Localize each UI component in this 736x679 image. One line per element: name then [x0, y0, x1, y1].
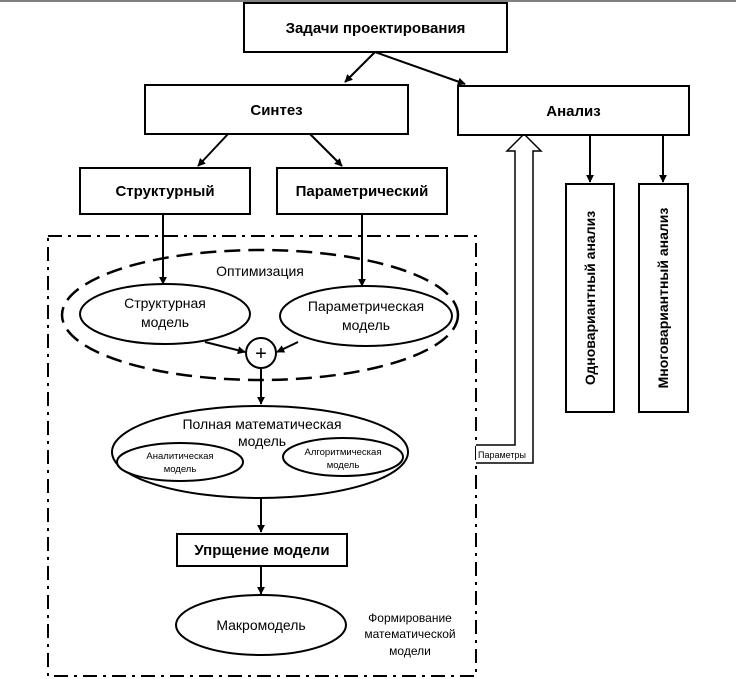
parameters-feedback-arrow [476, 132, 543, 464]
formation-label-line1: Формирование [368, 611, 452, 625]
multi-variant-label: Многовариантный анализ [655, 208, 671, 389]
arrow-parametric-model-to-plus [276, 341, 299, 353]
formation-label-line2: математической [364, 627, 455, 641]
structural-model-ellipse [79, 283, 251, 345]
arrow-synthesis-to-structural [197, 133, 229, 167]
analytic-model-label-line1: Аналитическая [146, 451, 213, 462]
single-variant-label: Одновариантный анализ [582, 211, 598, 385]
arrow-structural-model-to-plus [204, 341, 246, 355]
analysis-label: Анализ [546, 103, 600, 120]
algorithmic-model-label-line1: Алгоритмическая [305, 447, 382, 458]
arrow-tasks-to-analysis [374, 51, 466, 86]
macromodel-label: Макромодель [216, 617, 305, 633]
design-tasks-box [243, 2, 508, 53]
parametric-model-label-line2: модель [342, 317, 390, 333]
design-tasks-label: Задачи проектирования [286, 20, 466, 37]
synthesis-box [144, 84, 409, 135]
algorithmic-model-ellipse [282, 437, 404, 477]
macromodel-ellipse [175, 594, 347, 656]
optimization-label: Оптимизация [216, 263, 304, 279]
analytic-model-ellipse [116, 442, 244, 482]
algorithmic-model-label-line2: модель [327, 460, 360, 471]
analytic-model-label-line2: модель [164, 464, 197, 475]
full-model-label-line1: Полная математическая [182, 416, 341, 432]
optimization-ellipse [60, 248, 460, 382]
synthesis-label: Синтез [250, 102, 302, 119]
sum-circle [245, 337, 277, 369]
parametric-box [276, 167, 448, 215]
arrow-synthesis-to-parametric [309, 133, 343, 167]
plus-sign: + [255, 343, 267, 365]
structural-model-label-line2: модель [141, 314, 189, 330]
multi-variant-box [638, 183, 689, 413]
structural-label: Структурный [115, 183, 214, 200]
parameters-label: Параметры [478, 450, 526, 460]
formation-label-line3: модели [389, 644, 431, 658]
parametric-model-label-line1: Параметрическая [308, 298, 424, 314]
structural-box [79, 167, 251, 215]
arrow-tasks-to-synthesis [344, 51, 376, 83]
simplification-box [176, 533, 348, 567]
analysis-box [457, 85, 690, 136]
parametric-model-ellipse [279, 285, 453, 347]
full-model-label-line2: модель [238, 433, 286, 449]
single-variant-box [565, 183, 615, 413]
parametric-label: Параметрический [296, 183, 429, 200]
structural-model-label-line1: Структурная [124, 295, 206, 311]
simplification-label: Упрщение модели [194, 542, 329, 559]
